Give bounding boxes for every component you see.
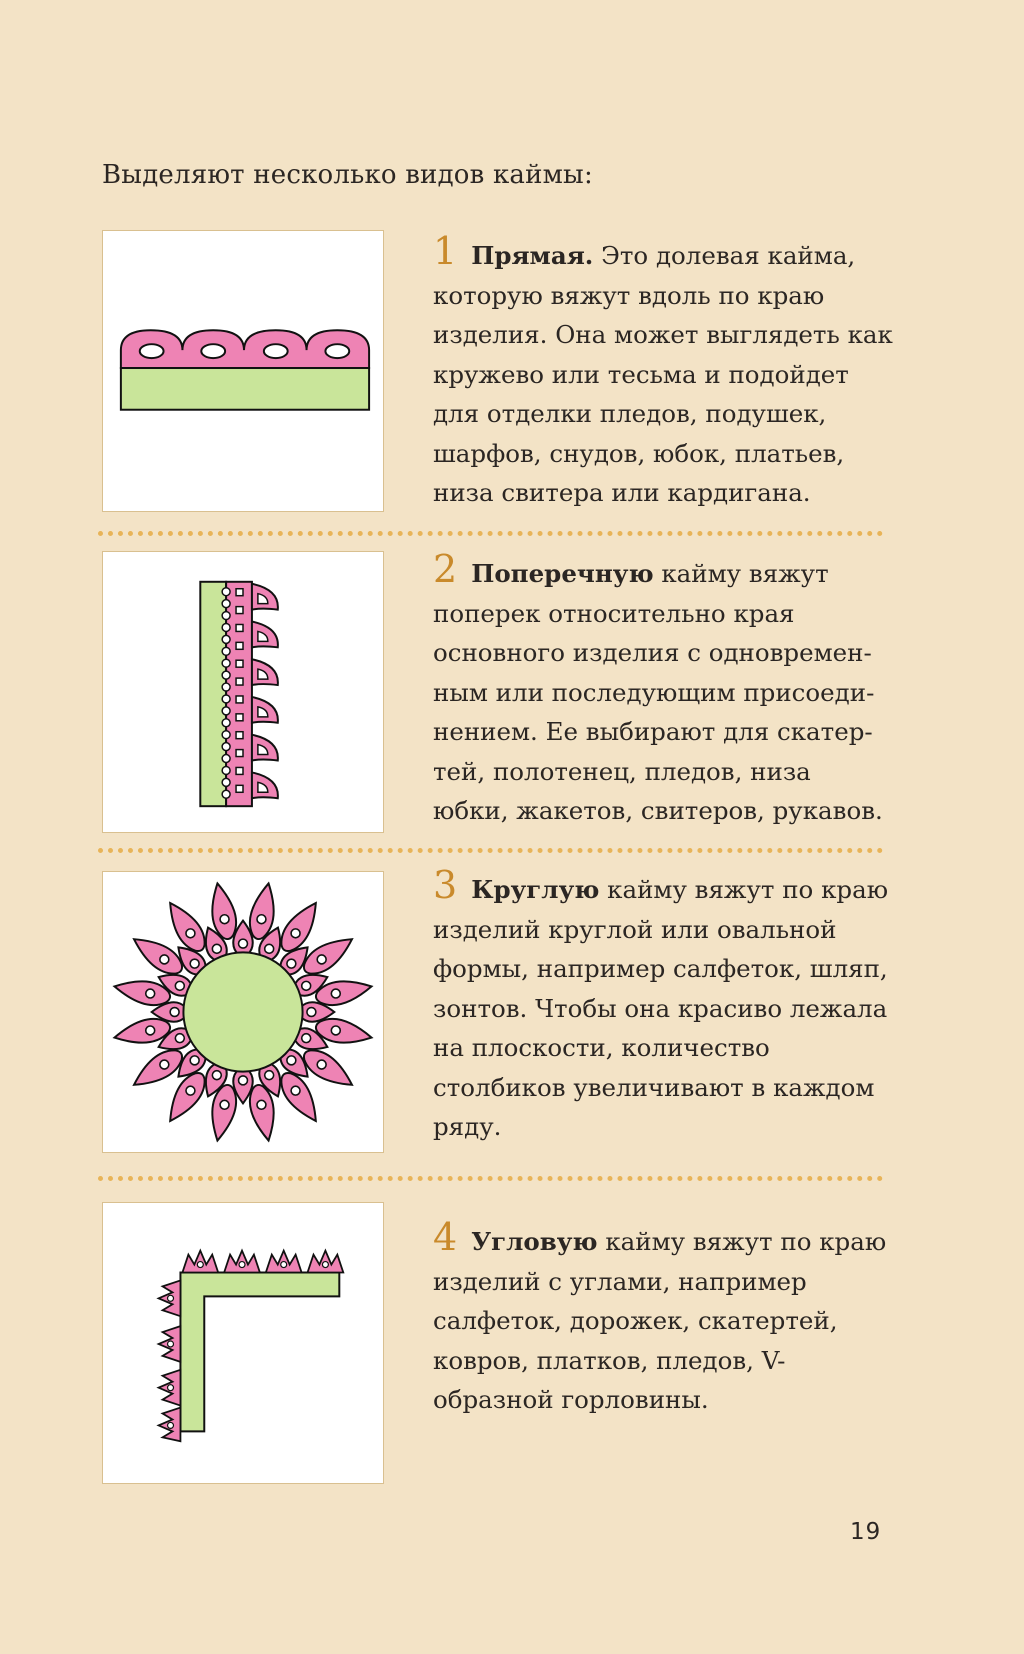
petal-eyelet bbox=[330, 1025, 342, 1036]
petal-eyelet bbox=[290, 928, 301, 939]
petal-eyelet bbox=[316, 1059, 327, 1070]
section-number: 3 bbox=[433, 863, 458, 907]
petal-eyelet bbox=[256, 913, 267, 925]
section-number: 4 bbox=[433, 1215, 458, 1259]
petal-eyelet bbox=[330, 988, 342, 999]
petal-eyelet bbox=[290, 1085, 301, 1096]
round-edging-illustration bbox=[112, 881, 374, 1143]
petal-eyelet bbox=[286, 958, 297, 969]
section-body: кайму вяжут поперек относительно края ос… bbox=[433, 559, 883, 825]
petal bbox=[169, 901, 206, 953]
petal bbox=[280, 901, 317, 953]
petal-eyelet bbox=[263, 1069, 275, 1081]
section-4-text: 4 Угловую кайму вяжут по краю изделий с у… bbox=[433, 1218, 893, 1420]
section-body: Это долевая кайма, которую вяжут вдоль п… bbox=[433, 241, 893, 507]
petal bbox=[302, 1049, 354, 1086]
petal-eyelet bbox=[237, 1075, 249, 1086]
figure-transverse-edging bbox=[102, 551, 384, 833]
dotted-divider bbox=[98, 848, 883, 853]
straight-edging-illustration bbox=[119, 329, 371, 411]
petal-eyelet bbox=[159, 954, 170, 965]
petal-eyelet bbox=[159, 1059, 170, 1070]
petal-eyelet bbox=[174, 1032, 186, 1044]
dotted-divider bbox=[98, 531, 883, 536]
intro-text: Выделяют несколько видов каймы: bbox=[102, 160, 593, 190]
section-2-text: 2 Поперечную кайму вяжут поперек относите… bbox=[433, 550, 893, 831]
petal-eyelet bbox=[211, 1069, 223, 1081]
petal-eyelet bbox=[237, 938, 249, 949]
figure-corner-edging bbox=[102, 1202, 384, 1484]
petal bbox=[302, 938, 354, 975]
petal bbox=[314, 980, 374, 1007]
petal bbox=[211, 1083, 238, 1143]
section-term: Прямая. bbox=[471, 241, 594, 270]
petal bbox=[248, 881, 275, 941]
petal-eyelet bbox=[316, 954, 327, 965]
petal-eyelet bbox=[256, 1099, 267, 1111]
petal-eyelet bbox=[211, 943, 223, 955]
petal bbox=[112, 1017, 172, 1044]
petal-eyelet bbox=[144, 1025, 156, 1036]
petal-eyelet bbox=[174, 980, 186, 992]
figure-round-edging bbox=[102, 871, 384, 1153]
figure-straight-edging bbox=[102, 230, 384, 512]
petal-eyelet bbox=[185, 928, 196, 939]
petal-eyelet bbox=[185, 1085, 196, 1096]
transverse-edging-illustration bbox=[199, 580, 279, 808]
petal-eyelet bbox=[306, 1006, 317, 1018]
petal bbox=[132, 938, 184, 975]
petal bbox=[314, 1017, 374, 1044]
petal-eyelet bbox=[300, 980, 312, 992]
petal bbox=[132, 1049, 184, 1086]
dotted-divider bbox=[98, 1176, 883, 1181]
section-term: Поперечную bbox=[471, 559, 654, 588]
petal bbox=[248, 1083, 275, 1143]
petal bbox=[211, 881, 238, 941]
petal bbox=[112, 980, 172, 1007]
petal-eyelet bbox=[169, 1006, 180, 1018]
petal-eyelet bbox=[189, 958, 200, 969]
section-body: кайму вяжут по краю изделий с углами, на… bbox=[433, 1227, 887, 1414]
section-number: 2 bbox=[433, 547, 458, 591]
corner-edging-illustration bbox=[156, 1248, 345, 1443]
section-1-text: 1 Прямая. Это долевая кайма, которую вяжу… bbox=[433, 232, 893, 513]
section-body: кайму вяжут по краю изделий круглой или … bbox=[433, 875, 889, 1141]
page-number: 19 bbox=[850, 1519, 882, 1545]
petal-eyelet bbox=[219, 1099, 230, 1111]
petal-eyelet bbox=[144, 988, 156, 999]
section-3-text: 3 Круглую кайму вяжут по краю изделий кру… bbox=[433, 866, 893, 1147]
petal-eyelet bbox=[286, 1055, 297, 1066]
petal-eyelet bbox=[189, 1055, 200, 1066]
petal-eyelet bbox=[263, 943, 275, 955]
petal-eyelet bbox=[300, 1032, 312, 1044]
section-number: 1 bbox=[433, 229, 458, 273]
petal-eyelet bbox=[219, 913, 230, 925]
section-term: Круглую bbox=[471, 875, 600, 904]
petal bbox=[169, 1071, 206, 1123]
section-term: Угловую bbox=[471, 1227, 598, 1256]
petal bbox=[280, 1071, 317, 1123]
